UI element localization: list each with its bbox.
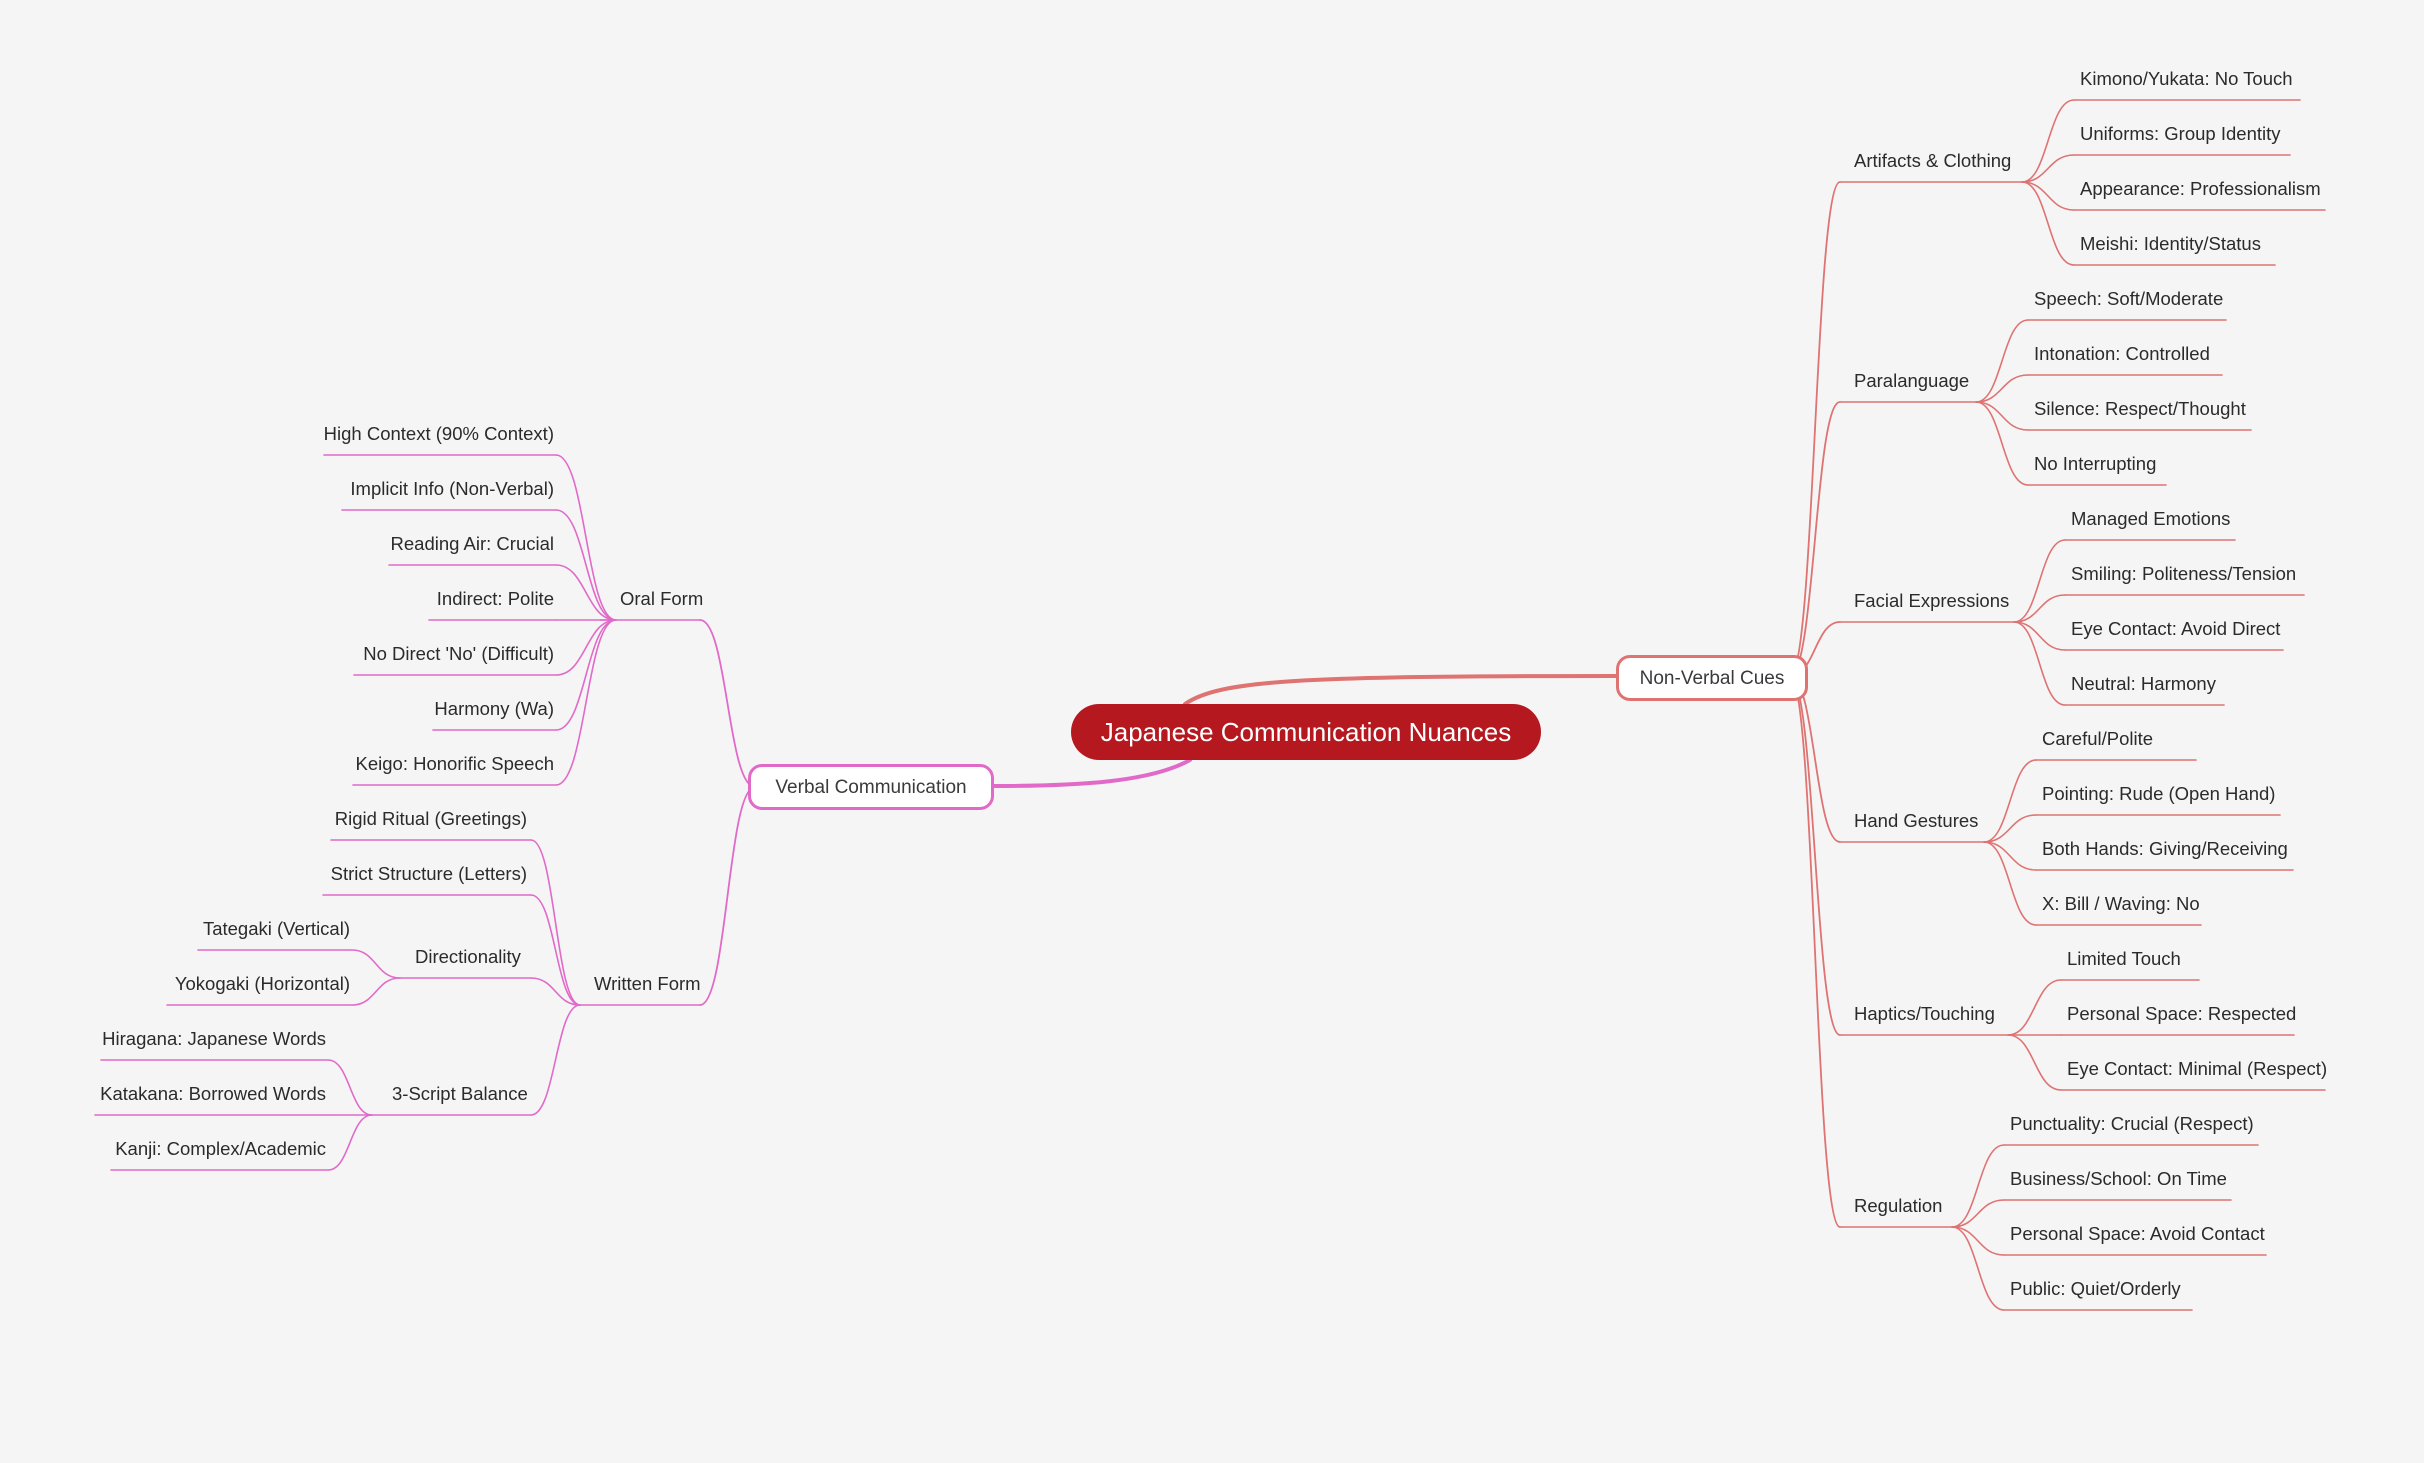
- connector-43: [2021, 154, 2075, 183]
- connector-73: [1983, 814, 2037, 843]
- connector-9: [555, 509, 617, 621]
- leaf-direction-1[interactable]: Tategaki (Vertical): [202, 918, 350, 939]
- connector-21: [530, 839, 581, 1006]
- connector-15: [555, 619, 617, 676]
- connector-57: [1975, 401, 2029, 486]
- leaf-oral-5[interactable]: No Direct 'No' (Difficult): [363, 643, 554, 664]
- leaf-hand-1[interactable]: Careful/Polite: [2042, 728, 2154, 749]
- leaf-hand-3[interactable]: Both Hands: Giving/Receiving: [2042, 838, 2288, 859]
- connector-61: [2013, 539, 2066, 623]
- node-directionality[interactable]: Directionality: [415, 946, 521, 967]
- leaf-haptics-2[interactable]: Personal Space: Respected: [2067, 1003, 2297, 1024]
- leaf-facial-1[interactable]: Managed Emotions: [2071, 508, 2231, 529]
- connector-19: [555, 619, 617, 786]
- connector-17: [555, 619, 617, 731]
- node-written-form[interactable]: Written Form: [594, 973, 701, 994]
- leaf-artifacts-2[interactable]: Uniforms: Group Identity: [2080, 123, 2281, 144]
- connector-65: [2013, 621, 2066, 651]
- root-node[interactable]: Japanese Communication Nuances: [1071, 704, 1541, 760]
- leaf-facial-3[interactable]: Eye Contact: Avoid Direct: [2071, 618, 2281, 639]
- connector-95: [1951, 1226, 2005, 1311]
- connector-53: [1975, 374, 2029, 403]
- leaf-oral-6[interactable]: Harmony (Wa): [434, 698, 554, 719]
- connector-89: [1951, 1144, 2005, 1228]
- leaf-artifacts-3[interactable]: Appearance: Professionalism: [2080, 178, 2321, 199]
- connector-63: [2013, 594, 2066, 623]
- leaf-haptics-3[interactable]: Eye Contact: Minimal (Respect): [2067, 1058, 2328, 1079]
- leaf-oral-2[interactable]: Implicit Info (Non-Verbal): [350, 478, 554, 499]
- connector-78: [1789, 675, 1841, 1036]
- leaf-paralanguage-4[interactable]: No Interrupting: [2034, 453, 2157, 474]
- leaf-hand-4[interactable]: X: Bill / Waving: No: [2042, 893, 2200, 914]
- connector-0: [1183, 674, 1618, 706]
- leaf-regulation-3[interactable]: Personal Space: Avoid Contact: [2010, 1223, 2265, 1244]
- leaf-haptics-1[interactable]: Limited Touch: [2067, 948, 2181, 969]
- leaf-script-3[interactable]: Kanji: Complex/Academic: [115, 1138, 326, 1159]
- connector-27: [351, 949, 401, 979]
- connector-86: [1789, 675, 1841, 1228]
- leaf-facial-2[interactable]: Smiling: Politeness/Tension: [2071, 563, 2297, 584]
- leaf-written-2[interactable]: Strict Structure (Letters): [330, 863, 527, 884]
- leaf-script-2[interactable]: Katakana: Borrowed Words: [100, 1083, 326, 1104]
- leaf-oral-3[interactable]: Reading Air: Crucial: [390, 533, 555, 554]
- leaf-oral-7[interactable]: Keigo: Honorific Speech: [355, 753, 554, 774]
- leaf-paralanguage-3[interactable]: Silence: Respect/Thought: [2034, 398, 2246, 419]
- connector-67: [2013, 621, 2066, 706]
- leaf-facial-4[interactable]: Neutral: Harmony: [2071, 673, 2216, 694]
- leaf-paralanguage-2[interactable]: Intonation: Controlled: [2034, 343, 2210, 364]
- leaf-written-1[interactable]: Rigid Ritual (Greetings): [334, 808, 527, 829]
- node-hand-gestures[interactable]: Hand Gestures: [1854, 810, 1979, 831]
- connector-2: [699, 619, 756, 788]
- leaf-oral-1[interactable]: High Context (90% Context): [323, 423, 554, 444]
- leaf-script-1[interactable]: Hiragana: Japanese Words: [102, 1028, 326, 1049]
- connector-38: [1789, 181, 1841, 677]
- connector-85: [2007, 1034, 2062, 1091]
- node-haptics-touching[interactable]: Haptics/Touching: [1854, 1003, 1995, 1024]
- leaf-regulation-2[interactable]: Business/School: On Time: [2010, 1168, 2227, 1189]
- node-paralanguage[interactable]: Paralanguage: [1854, 370, 1970, 391]
- node-non-verbal-cues[interactable]: Non-Verbal Cues: [1616, 655, 1808, 701]
- connector-11: [555, 564, 617, 621]
- connector-77: [1983, 841, 2037, 926]
- connector-55: [1975, 401, 2029, 431]
- leaf-artifacts-1[interactable]: Kimono/Yukata: No Touch: [2080, 68, 2293, 89]
- node-oral-form[interactable]: Oral Form: [620, 588, 704, 609]
- leaf-oral-4[interactable]: Indirect: Polite: [436, 588, 554, 609]
- leaf-regulation-4[interactable]: Public: Quiet/Orderly: [2010, 1278, 2181, 1299]
- connector-33: [327, 1059, 373, 1116]
- leaf-hand-2[interactable]: Pointing: Rude (Open Hand): [2042, 783, 2276, 804]
- node-verbal-communication[interactable]: Verbal Communication: [748, 764, 994, 810]
- node-facial-expressions[interactable]: Facial Expressions: [1854, 590, 2010, 611]
- connector-4: [699, 786, 756, 1006]
- leaf-direction-2[interactable]: Yokogaki (Horizontal): [174, 973, 350, 994]
- connector-1: [992, 758, 1192, 788]
- leaf-paralanguage-1[interactable]: Speech: Soft/Moderate: [2034, 288, 2224, 309]
- connector-25: [530, 977, 581, 1006]
- connector-47: [2021, 181, 2075, 266]
- connector-23: [530, 894, 581, 1006]
- connector-91: [1951, 1199, 2005, 1228]
- node-3-script-balance[interactable]: 3-Script Balance: [392, 1083, 528, 1104]
- connector-81: [2007, 979, 2062, 1036]
- connector-31: [530, 1004, 581, 1116]
- leaf-regulation-1[interactable]: Punctuality: Crucial (Respect): [2010, 1113, 2254, 1134]
- connector-93: [1951, 1226, 2005, 1256]
- connector-29: [351, 977, 401, 1006]
- connector-45: [2021, 181, 2075, 211]
- connector-68: [1789, 675, 1841, 843]
- leaf-artifacts-4[interactable]: Meishi: Identity/Status: [2080, 233, 2261, 254]
- connector-71: [1983, 759, 2037, 843]
- connector-7: [555, 454, 617, 621]
- connector-41: [2021, 99, 2075, 183]
- connector-37: [327, 1114, 373, 1171]
- connector-51: [1975, 319, 2029, 403]
- connector-75: [1983, 841, 2037, 871]
- node-regulation[interactable]: Regulation: [1854, 1195, 1943, 1216]
- node-artifacts-clothing[interactable]: Artifacts & Clothing: [1854, 150, 2012, 171]
